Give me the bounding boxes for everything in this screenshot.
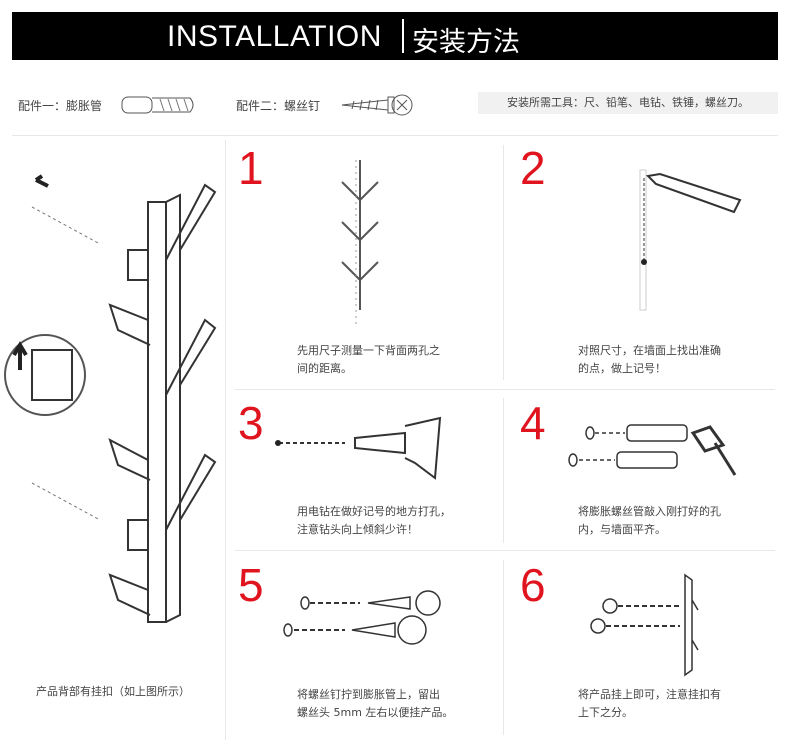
accessory-2-label: 配件二：螺丝钉 xyxy=(236,99,321,113)
title-en: INSTALLATION xyxy=(167,20,382,53)
caption-line: 将膨胀螺丝管敲入刚打好的孔 xyxy=(578,505,721,518)
step-caption: 将膨胀螺丝管敲入刚打好的孔内，与墙面平齐。 xyxy=(578,503,768,539)
caption-line: 先用尺子测量一下背面两孔之 xyxy=(297,344,440,357)
caption-line: 将产品挂上即可，注意挂扣有 xyxy=(578,688,721,701)
caption-line: 的点，做上记号！ xyxy=(578,362,666,375)
title-cn: 安装方法 xyxy=(412,27,520,58)
screw-icon xyxy=(341,94,413,116)
step-number: 1 xyxy=(238,142,264,194)
divider xyxy=(235,550,775,551)
step-caption: 对照尺寸，在墙面上找出准确的点，做上记号！ xyxy=(578,342,768,378)
hammer-anchor-illustration xyxy=(568,424,737,476)
drill-illustration xyxy=(275,416,442,480)
step-caption: 将产品挂上即可，注意挂扣有上下之分。 xyxy=(578,686,768,722)
divider xyxy=(235,389,775,390)
divider xyxy=(503,398,504,543)
header-bar: INSTALLATION 安装方法 xyxy=(12,12,778,60)
product-measure-illustration xyxy=(341,160,379,325)
step-number: 4 xyxy=(520,397,546,449)
step-caption: 用电钻在做好记号的地方打孔， 注意钻头向上倾斜少许！ xyxy=(297,503,487,539)
caption-line: 内，与墙面平齐。 xyxy=(578,523,666,536)
left-caption: 产品背部有挂扣（如上图所示） xyxy=(36,685,190,698)
step-number: 6 xyxy=(520,559,546,611)
caption-line: 将螺丝钉拧到膨胀管上，留出 xyxy=(297,688,440,701)
product-back-illustration xyxy=(4,174,217,623)
step-number: 5 xyxy=(238,559,264,611)
step-caption: 将螺丝钉拧到膨胀管上，留出螺丝头 5mm 左右以便挂产品。 xyxy=(297,686,487,722)
required-tools: 安装所需工具：尺、铅笔、电钻、铁锤，螺丝刀。 xyxy=(478,92,778,114)
anchor-icon xyxy=(121,96,194,114)
step-caption: 先用尺子测量一下背面两孔之间的距离。 xyxy=(297,342,487,378)
divider xyxy=(503,145,504,380)
caption-line: 注意钻头向上倾斜少许！ xyxy=(297,523,418,536)
step-number: 3 xyxy=(238,397,264,449)
divider xyxy=(225,140,226,740)
caption-line: 间的距离。 xyxy=(297,362,352,375)
screw-installation-illustration xyxy=(283,590,441,645)
title-divider xyxy=(402,19,404,53)
caption-line: 用电钻在做好记号的地方打孔， xyxy=(297,505,451,518)
caption-line: 上下之分。 xyxy=(578,706,633,719)
divider xyxy=(12,135,778,136)
pencil-mark-illustration xyxy=(639,169,742,311)
accessory-1-label: 配件一：膨胀管 xyxy=(18,99,103,113)
divider xyxy=(503,560,504,735)
hang-product-illustration xyxy=(590,573,699,677)
caption-line: 螺丝头 5mm 左右以便挂产品。 xyxy=(297,706,454,719)
step-number: 2 xyxy=(520,142,546,194)
caption-line: 对照尺寸，在墙面上找出准确 xyxy=(578,344,721,357)
